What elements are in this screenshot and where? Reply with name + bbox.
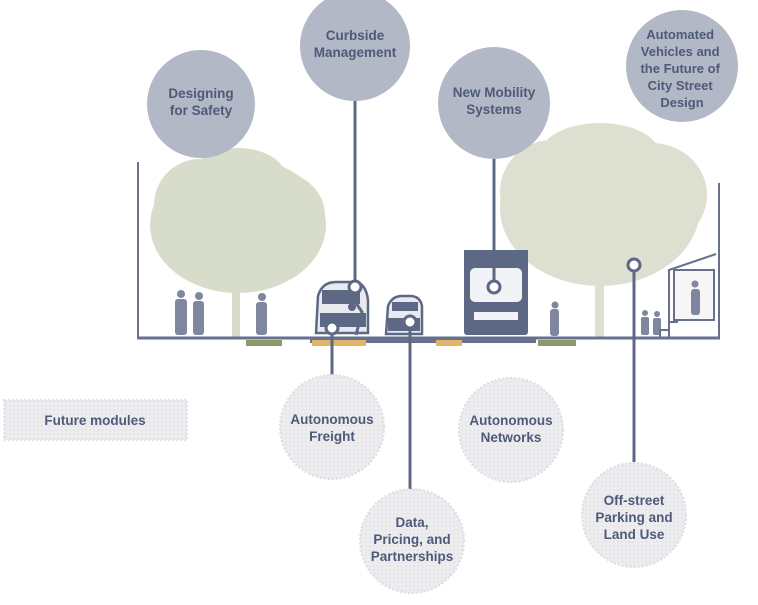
building — [659, 253, 717, 338]
svg-text:Future modules: Future modules — [44, 413, 145, 428]
tree-left — [150, 148, 326, 337]
car — [384, 294, 424, 336]
pedestrians — [175, 290, 661, 336]
curb-strip — [436, 340, 462, 346]
loading-zone-strip — [312, 340, 366, 346]
planting-strip-left — [246, 340, 282, 346]
module-automated-vehicles[interactable]: Automated Vehicles and the Future of Cit… — [626, 10, 738, 122]
planting-strip-right — [538, 340, 576, 346]
svg-text:Automated Vehicles and: Automated Vehicles and the Future of Cit… — [640, 27, 723, 110]
tree-right — [500, 123, 707, 337]
street-section — [137, 162, 720, 346]
bus — [464, 250, 528, 335]
future-modules-legend: Future modules — [3, 399, 188, 441]
